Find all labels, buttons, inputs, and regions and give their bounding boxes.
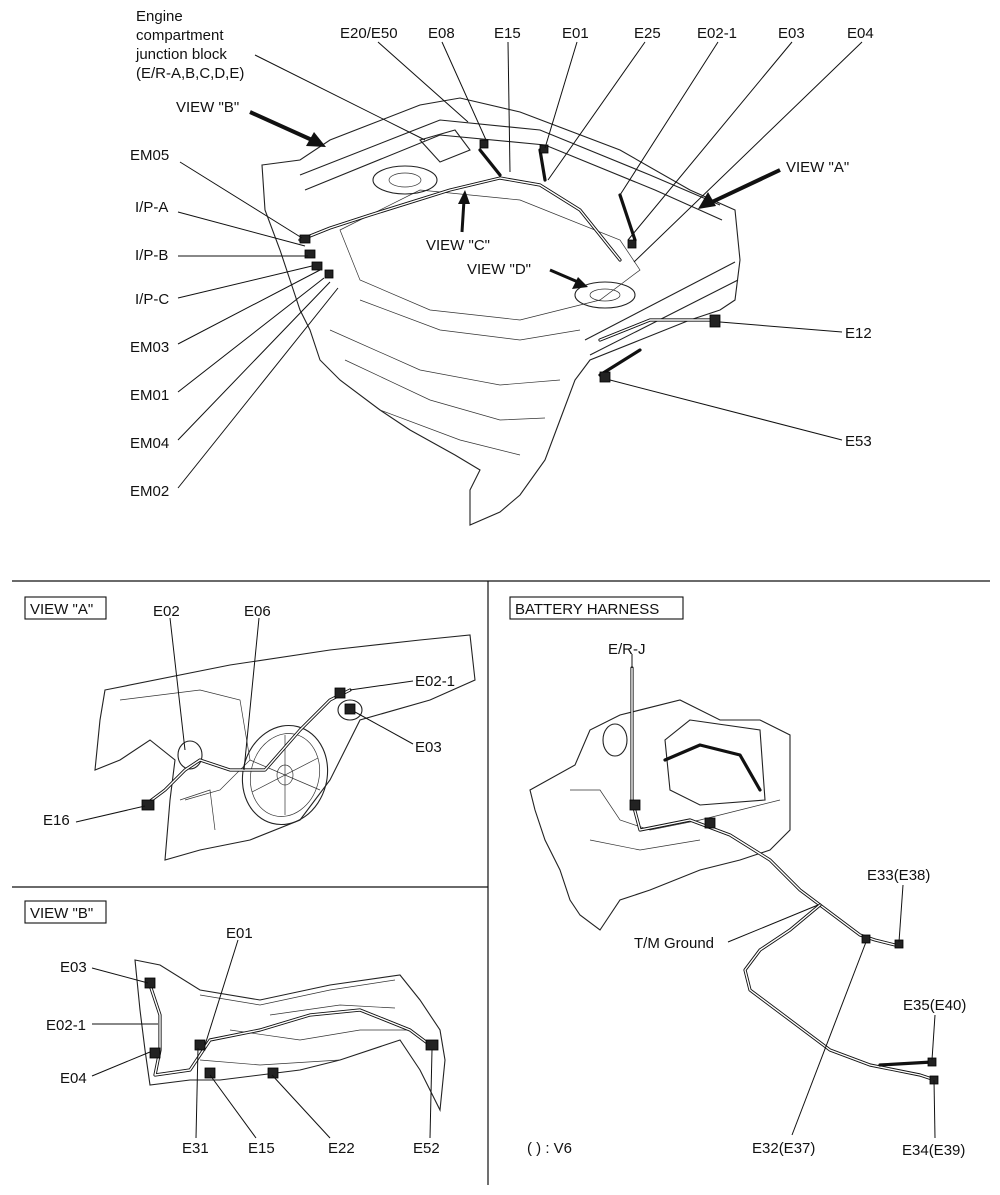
label-ip-c: I/P-C xyxy=(135,291,169,308)
view-a-label-e03: E03 xyxy=(415,739,442,756)
view-b-label-e52: E52 xyxy=(413,1140,440,1157)
junction-block-line-2: compartment xyxy=(136,27,224,44)
battery-legend: ( ) : V6 xyxy=(527,1140,572,1157)
label-em02: EM02 xyxy=(130,483,169,500)
battery-harness-panel: BATTERY HARNESS E/R-J E33(E38) T/M Groun… xyxy=(509,596,966,1159)
view-b-label-e31: E31 xyxy=(182,1140,209,1157)
view-b-label-e04: E04 xyxy=(60,1070,87,1087)
junction-block-line-3: junction block xyxy=(135,46,227,63)
view-a-label-e06: E06 xyxy=(244,603,271,620)
label-e53: E53 xyxy=(845,433,872,450)
label-em04: EM04 xyxy=(130,435,169,452)
label-view-c: VIEW "C" xyxy=(426,237,490,254)
view-b-label-e15: E15 xyxy=(248,1140,275,1157)
view-a-label-e16: E16 xyxy=(43,812,70,829)
junction-block-line-4: (E/R-A,B,C,D,E) xyxy=(136,65,244,82)
label-ip-a: I/P-A xyxy=(135,199,168,216)
label-view-a-arrow-b: VIEW "B" xyxy=(176,99,239,116)
junction-block-line-1: Engine xyxy=(136,8,183,25)
battery-label-e32-e37: E32(E37) xyxy=(752,1140,815,1157)
view-a-panel: VIEW "A" E02 E06 E02-1 E03 E16 xyxy=(24,596,476,861)
label-e02-1-top: E02-1 xyxy=(697,25,737,42)
label-e12: E12 xyxy=(845,325,872,342)
label-ip-b: I/P-B xyxy=(135,247,168,264)
label-e20-e50: E20/E50 xyxy=(340,25,398,42)
view-a-title-box xyxy=(24,596,107,620)
view-b-label-e01: E01 xyxy=(226,925,253,942)
main-labels: Engine compartment junction block (E/R-A… xyxy=(130,8,874,500)
view-a-label-e02-1: E02-1 xyxy=(415,673,455,690)
view-a-title: VIEW "A" xyxy=(30,601,93,618)
battery-label-tm-ground: T/M Ground xyxy=(634,935,714,952)
label-e01-top: E01 xyxy=(562,25,589,42)
battery-label-e33-e38: E33(E38) xyxy=(867,867,930,884)
view-b-title-box xyxy=(24,900,107,924)
label-e04-top: E04 xyxy=(847,25,874,42)
label-em05: EM05 xyxy=(130,147,169,164)
view-b-panel: VIEW "B" E01 E03 E02-1 E04 E31 E15 E22 E… xyxy=(24,900,446,1157)
label-view-a-arrow: VIEW "A" xyxy=(786,159,849,176)
view-b-label-e22: E22 xyxy=(328,1140,355,1157)
view-b-title: VIEW "B" xyxy=(30,905,93,922)
battery-title-box xyxy=(509,596,684,620)
panel-dividers xyxy=(12,580,990,1185)
battery-label-er-j: E/R-J xyxy=(608,641,646,658)
label-e15-top: E15 xyxy=(494,25,521,42)
engine-compartment-drawing xyxy=(261,97,741,526)
battery-title: BATTERY HARNESS xyxy=(515,601,659,618)
view-arrows xyxy=(249,110,781,289)
label-e25: E25 xyxy=(634,25,661,42)
main-leader-lines xyxy=(177,41,863,489)
view-a-label-e02: E02 xyxy=(153,603,180,620)
label-em03: EM03 xyxy=(130,339,169,356)
view-b-label-e03: E03 xyxy=(60,959,87,976)
battery-label-e34-e39: E34(E39) xyxy=(902,1142,965,1159)
label-e08: E08 xyxy=(428,25,455,42)
label-em01: EM01 xyxy=(130,387,169,404)
view-b-label-e02-1: E02-1 xyxy=(46,1017,86,1034)
battery-label-e35-e40: E35(E40) xyxy=(903,997,966,1014)
label-view-d: VIEW "D" xyxy=(467,261,531,278)
label-e03-top: E03 xyxy=(778,25,805,42)
